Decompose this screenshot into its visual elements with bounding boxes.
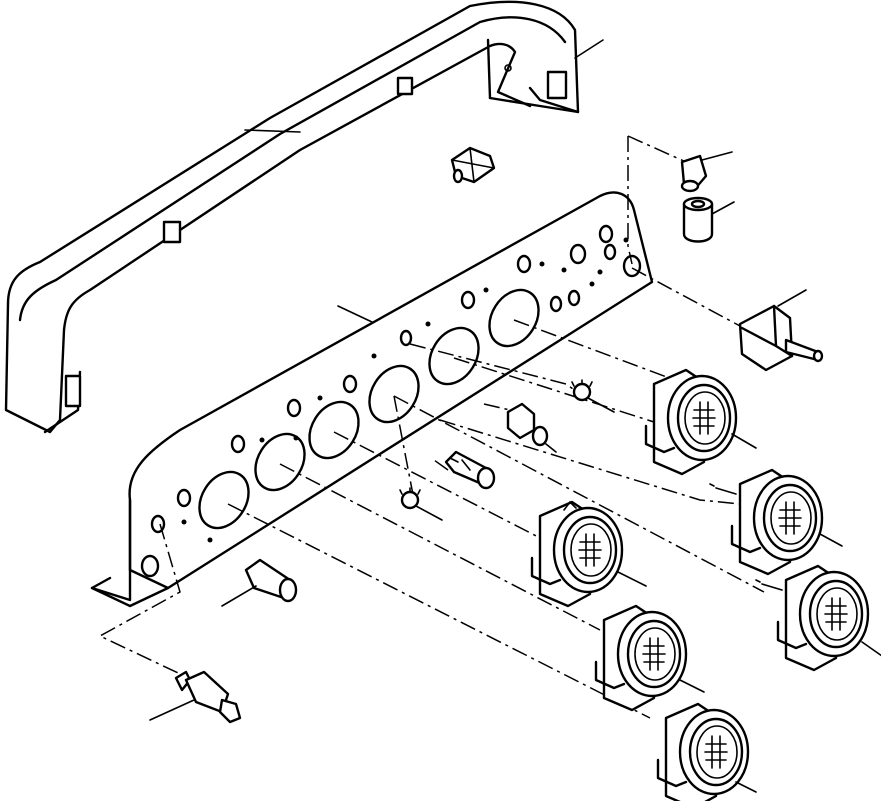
sender-switch-lower [221,558,298,607]
gauge-5 [596,606,705,710]
bulb-upper [571,379,615,413]
panel-cover [4,0,604,434]
sender-switch-middle [444,450,496,490]
gauge-4 [755,566,881,670]
instrument-panel-plate [90,191,654,608]
gauge-1 [646,370,757,474]
bulb-lower [399,487,443,521]
nut [682,196,735,243]
toggle-switch [738,289,824,372]
pressure-switch [149,670,242,724]
assembly-lines [98,135,765,719]
indicator-lamp [506,402,557,453]
gauge-6 [658,704,757,801]
elbow-fitting [680,151,733,193]
hex-spacer [450,146,496,184]
gauge-2 [709,470,843,574]
gauge-3 [532,500,647,606]
